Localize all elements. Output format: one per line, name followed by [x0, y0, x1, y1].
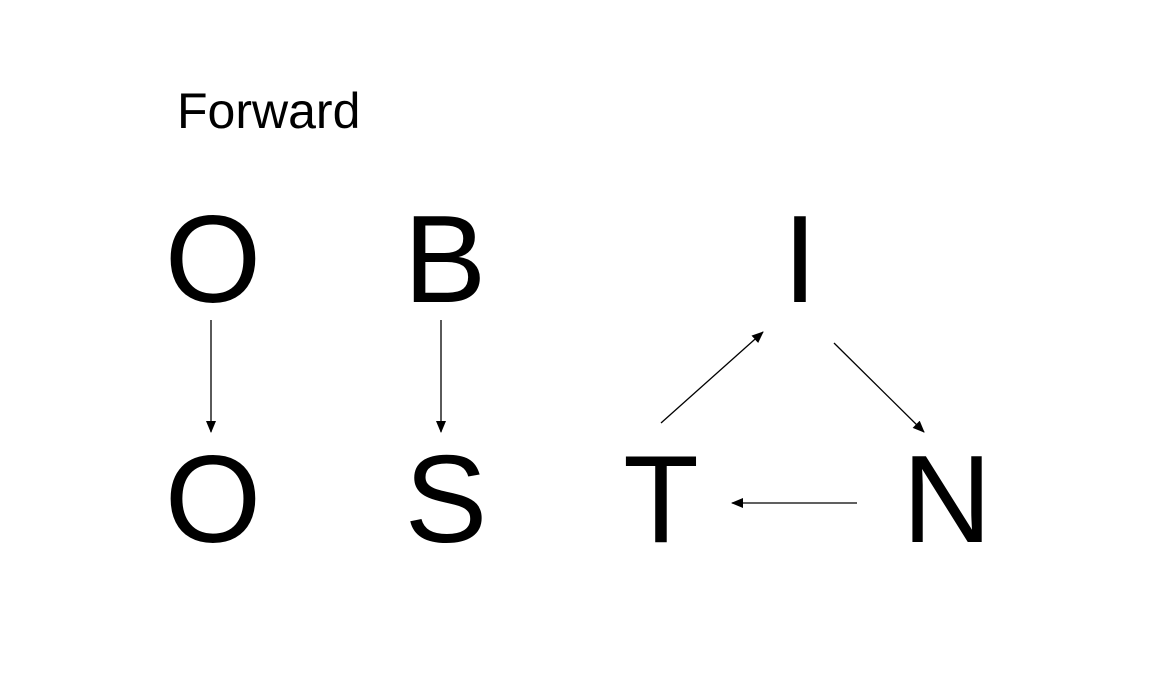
node-n: N — [902, 431, 992, 569]
node-i: I — [783, 191, 817, 329]
node-o-top: O — [165, 191, 261, 329]
arrow-i-to-n — [833, 342, 925, 433]
diagram-title: Forward — [177, 83, 360, 139]
arrow-t-to-i — [660, 331, 764, 424]
node-b: B — [404, 191, 487, 329]
node-s: S — [405, 431, 488, 569]
node-o-bottom: O — [165, 431, 261, 569]
node-t: T — [623, 431, 699, 569]
